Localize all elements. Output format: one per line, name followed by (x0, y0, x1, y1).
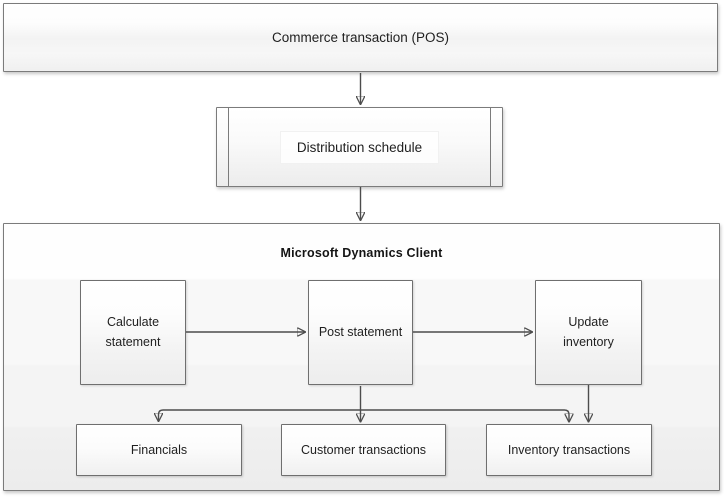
financials-box: Financials (76, 424, 242, 476)
customer-transactions-box: Customer transactions (281, 424, 446, 476)
update-inventory-box: Update inventory (535, 280, 642, 385)
commerce-transaction-label: Commerce transaction (POS) (271, 30, 450, 45)
dynamics-client-title: Microsoft Dynamics Client (280, 246, 443, 260)
distribution-schedule-label: Distribution schedule (279, 130, 440, 164)
calculate-statement-box: Calculate statement (80, 280, 186, 385)
update-inventory-label: Update inventory (563, 315, 614, 349)
customer-transactions-label: Customer transactions (300, 443, 427, 457)
post-statement-box: Post statement (308, 280, 413, 385)
calculate-statement-label: Calculate statement (105, 315, 161, 349)
schedule-side-bar-left (217, 108, 229, 186)
distribution-schedule-box: Distribution schedule (216, 107, 503, 187)
financials-label: Financials (130, 443, 188, 457)
inventory-transactions-box: Inventory transactions (486, 424, 652, 476)
post-statement-label: Post statement (318, 324, 403, 339)
schedule-side-bar-right (490, 108, 502, 186)
inventory-transactions-label: Inventory transactions (507, 443, 631, 457)
commerce-transaction-box: Commerce transaction (POS) (3, 3, 718, 72)
